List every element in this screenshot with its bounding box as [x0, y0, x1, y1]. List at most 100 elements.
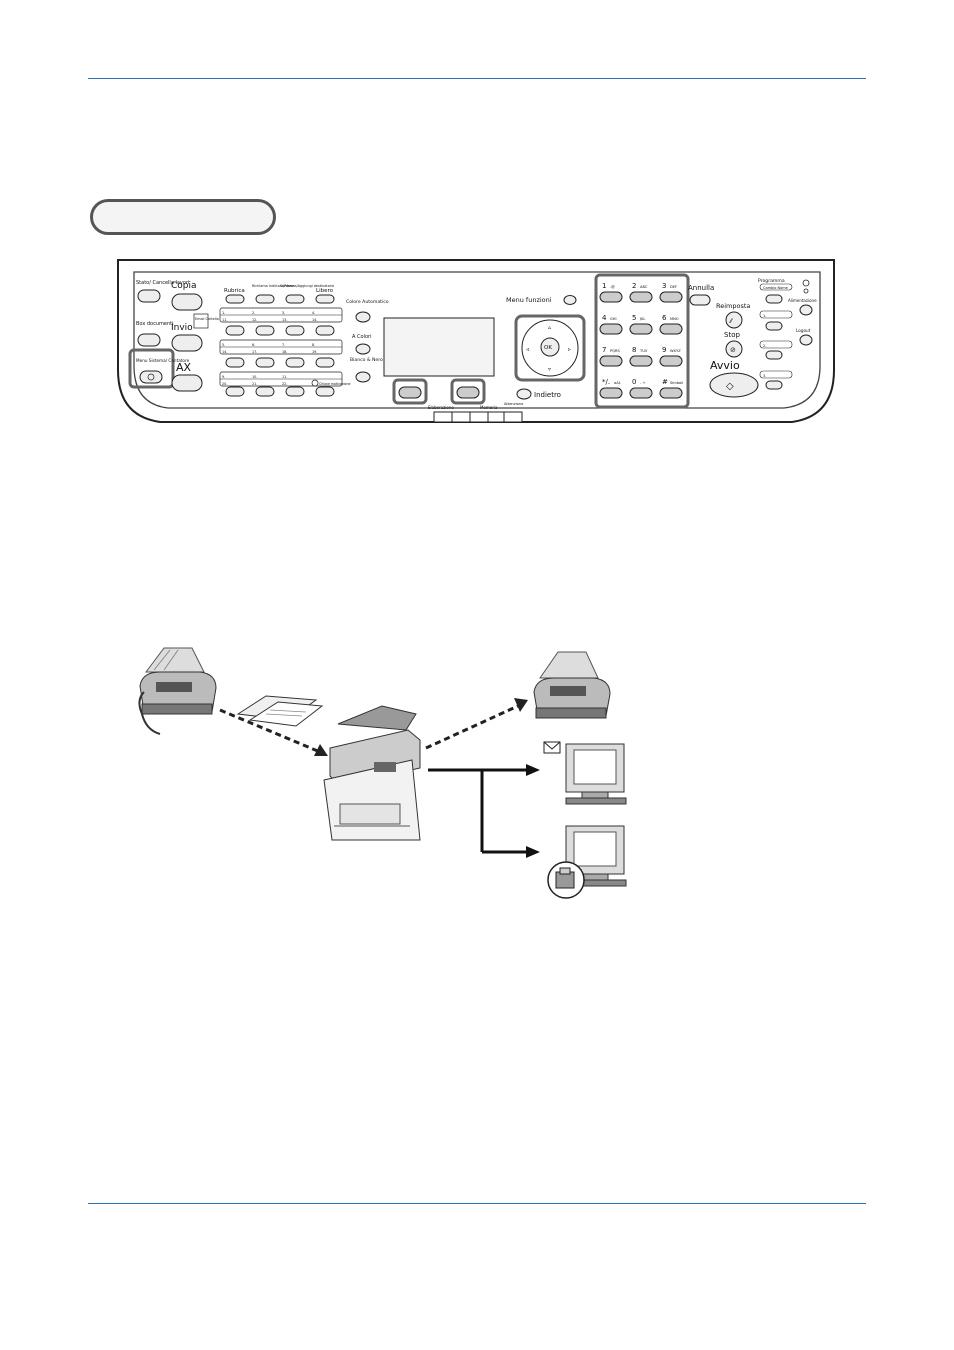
- numpad-key-6[interactable]: [659, 323, 683, 335]
- rubrica-button[interactable]: [225, 294, 245, 304]
- numpad-letters-label: Simboli: [670, 381, 683, 385]
- box-documenti-button[interactable]: [137, 333, 161, 347]
- numpad-key-9[interactable]: [659, 355, 683, 367]
- one-touch-key-8[interactable]: [315, 357, 335, 368]
- box-label: Box documenti: [136, 321, 174, 327]
- numpad-key-3[interactable]: [659, 291, 683, 303]
- libero-button[interactable]: [315, 294, 335, 304]
- numpad-digit-label: 6: [662, 314, 667, 322]
- richiama-button[interactable]: [255, 294, 275, 304]
- numpad-key-8[interactable]: [629, 355, 653, 367]
- avvio-label: Avvio: [710, 359, 740, 372]
- annulla-button[interactable]: [689, 294, 711, 306]
- numpad-key-2[interactable]: [629, 291, 653, 303]
- chiave-motivazione-label: Chiave motivazione: [319, 382, 351, 386]
- email-computer-icon: [565, 743, 627, 805]
- numpad-letters-label: WXYZ: [670, 349, 681, 353]
- numpad-key-10[interactable]: [599, 387, 623, 399]
- numpad-key-12[interactable]: [659, 387, 683, 399]
- one-touch-key-4[interactable]: [315, 325, 335, 336]
- numpad-key-5[interactable]: [629, 323, 653, 335]
- menu-funzioni-label: Menu funzioni: [506, 296, 552, 304]
- copia-button[interactable]: [171, 293, 203, 311]
- svg-text:14.: 14.: [222, 350, 227, 354]
- status-key-label: Stato/ Cancella lavori: [136, 280, 189, 286]
- numpad-highlight: [594, 273, 690, 409]
- svg-text:18.: 18.: [282, 350, 287, 354]
- right-select-button[interactable]: [456, 386, 480, 399]
- svg-text:8.: 8.: [312, 343, 315, 347]
- alimentazione-button[interactable]: [799, 304, 813, 316]
- conferma-button[interactable]: [285, 294, 305, 304]
- numpad-key-11[interactable]: [629, 387, 653, 399]
- invio-button[interactable]: [171, 334, 203, 352]
- menu-funzioni-button[interactable]: [563, 295, 577, 305]
- one-touch-key-12[interactable]: [315, 386, 335, 397]
- svg-text:9.: 9.: [222, 375, 225, 379]
- status-button[interactable]: [137, 289, 161, 303]
- menu-sistema-label: Menu Sistema/ Contatore: [136, 358, 190, 363]
- svg-text:1.: 1.: [222, 311, 225, 315]
- power-led: [803, 288, 809, 294]
- numpad-digit-label: #: [662, 378, 668, 386]
- one-touch-key-7[interactable]: [285, 357, 305, 368]
- numpad-key-4[interactable]: [599, 323, 623, 335]
- svg-text:11.: 11.: [222, 318, 227, 322]
- logout-button[interactable]: [799, 334, 813, 346]
- numpad-letters-label: GHI: [610, 317, 617, 321]
- header-rule: [88, 78, 866, 79]
- a-colori-button[interactable]: [355, 343, 371, 355]
- libero-label: Libero: [316, 288, 334, 294]
- numpad-digit-label: 3: [662, 282, 666, 290]
- one-touch-key-11[interactable]: [285, 386, 305, 397]
- numpad-digit-label: 4: [602, 314, 607, 322]
- conferma-label: Conferma/Aggiungi destinatario: [280, 284, 334, 288]
- receiving-fax-machine-icon: [533, 651, 611, 719]
- numpad-digit-label: 5: [632, 314, 636, 322]
- one-touch-key-3[interactable]: [285, 325, 305, 336]
- email-fax-label: Email Cartella FAX: [195, 317, 227, 321]
- program-3-button[interactable]: [765, 380, 783, 390]
- svg-text:14.: 14.: [312, 318, 317, 322]
- svg-text:7.: 7.: [282, 343, 285, 347]
- left-arrow-icon: ◃: [526, 346, 529, 353]
- program-1-label: 1.: [763, 314, 766, 318]
- richiama-label: Richiama Indirizzo/Pausa: [252, 284, 294, 288]
- left-select-button[interactable]: [398, 386, 422, 399]
- ok-label: OK: [544, 345, 552, 351]
- one-touch-key-10[interactable]: [255, 386, 275, 397]
- colore-automatico-button[interactable]: [355, 311, 371, 323]
- svg-text:11.: 11.: [282, 375, 287, 379]
- one-touch-row-2: 5. 6. 7. 8. 14. 17. 18. 19.: [219, 339, 343, 355]
- reimposta-button[interactable]: [725, 311, 743, 329]
- ok-button[interactable]: [540, 337, 560, 357]
- one-touch-key-6[interactable]: [255, 357, 275, 368]
- program-2-button[interactable]: [765, 350, 783, 360]
- svg-text:19.: 19.: [312, 350, 317, 354]
- programma-button[interactable]: [765, 294, 783, 304]
- one-touch-key-1[interactable]: [225, 325, 245, 336]
- menu-sistema-button[interactable]: [139, 370, 163, 384]
- fax-button[interactable]: [171, 374, 203, 392]
- program-1-button[interactable]: [765, 321, 783, 331]
- fax-label: AX: [176, 361, 192, 374]
- one-touch-key-2[interactable]: [255, 325, 275, 336]
- numpad-letters-label: TUV: [639, 349, 648, 353]
- numpad-key-7[interactable]: [599, 355, 623, 367]
- one-touch-key-5[interactable]: [225, 357, 245, 368]
- bianco-nero-button[interactable]: [355, 371, 371, 383]
- one-touch-key-9[interactable]: [225, 386, 245, 397]
- one-touch-row-3: 9. 10. 11. 20. 21. 22.: [219, 371, 343, 387]
- lcd-display: [383, 317, 495, 377]
- program-3-label: 3.: [763, 374, 766, 378]
- up-arrow-icon: ▵: [548, 324, 551, 331]
- numpad-key-1[interactable]: [599, 291, 623, 303]
- numpad-digit-label: 9: [662, 346, 666, 354]
- avvio-button[interactable]: [709, 372, 759, 398]
- logout-label: Logout: [796, 328, 811, 333]
- stop-button[interactable]: [725, 340, 743, 358]
- sending-fax-machine-icon: [138, 647, 217, 735]
- indietro-button[interactable]: [516, 388, 532, 400]
- down-arrow-icon: ▿: [548, 366, 551, 373]
